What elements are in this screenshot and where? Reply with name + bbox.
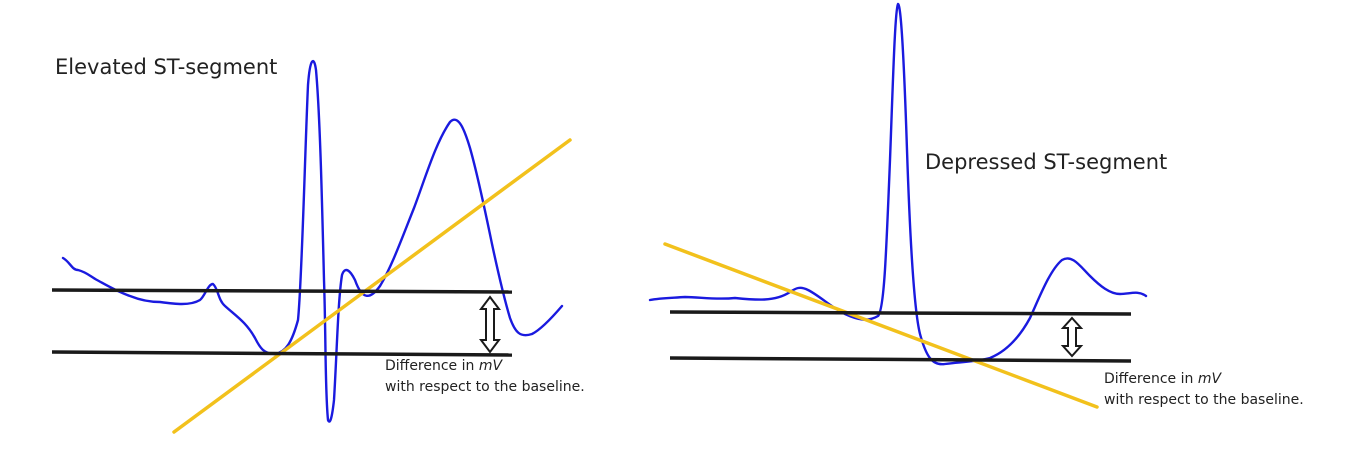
elevated-st-line [172,138,572,434]
depressed-note: Difference in mV with respect to the bas… [1104,369,1304,411]
depressed-upper-line [669,310,1132,316]
elevated-title: Elevated ST-segment [55,55,278,79]
elevated-ecg-trace [61,59,564,423]
elevated-note: Difference in mV with respect to the bas… [385,356,585,398]
depressed-title: Depressed ST-segment [925,150,1168,174]
elevated-upper-line [51,288,513,294]
depressed-ecg-trace [648,2,1148,366]
depressed-baseline [669,356,1132,363]
elevated-note-line2: with respect to the baseline. [385,379,585,395]
depressed-note-unit: mV [1197,371,1222,387]
elevated-baseline [51,350,513,357]
depressed-note-line2: with respect to the baseline. [1104,392,1304,408]
elevated-panel [51,59,572,434]
elevated-note-prefix: Difference in [385,358,479,374]
elevated-difference-arrow [479,295,501,354]
elevated-note-line1: Difference in mV [385,356,585,377]
elevated-note-unit: mV [478,358,503,374]
depressed-difference-arrow [1060,316,1084,358]
depressed-note-line1: Difference in mV [1104,369,1304,390]
depressed-panel [648,2,1148,409]
depressed-st-line [663,242,1099,409]
depressed-note-prefix: Difference in [1104,371,1198,387]
